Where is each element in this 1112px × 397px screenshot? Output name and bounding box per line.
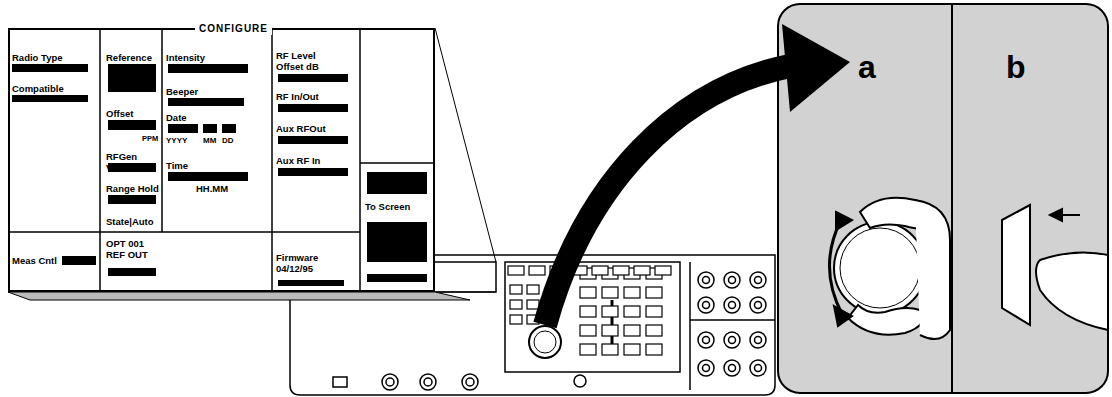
field-label: Radio Type [12,52,63,63]
knob-ring [534,331,556,353]
field-label: To Screen [365,201,410,212]
field-label: YYYY [166,135,187,146]
inset-panel: b [952,6,1106,391]
field-label: State|Auto [106,216,154,227]
screen-edge [8,292,470,300]
field-label: Compatible [12,83,64,94]
panel-letter: b [1006,50,1026,84]
inset-ground [778,4,1108,393]
field-label: Firmware 04/12/95 [276,252,340,274]
push-button [1002,205,1108,330]
field-label: Aux RF In [276,155,320,166]
zoom-arrow [545,66,790,325]
screen-title: CONFIGURE [195,23,272,35]
panel-letter: a [858,50,876,84]
screen-ground [8,28,435,292]
field-label: Date [166,112,187,123]
field-label: MM [203,135,216,146]
arrow-head [782,24,850,112]
field-label: Meas Cntl [12,255,57,266]
zoom-lines [8,28,496,292]
field-label: HH.MM [196,183,228,194]
field-bars [12,64,427,286]
field-label: Offset [106,108,133,119]
field-label: Range Hold [106,183,159,194]
connector-jacks [698,272,766,376]
field-label: Beeper [166,86,198,97]
screen-grid [8,28,435,292]
field-label: Intensity [166,52,205,63]
field-label: Reference [106,52,152,63]
knob-hand [829,198,950,339]
knob [529,326,561,358]
field-label: Time [166,160,188,171]
field-label: RF In/Out [276,91,319,102]
field-label: Aux RFOut [276,123,326,134]
inset-panel: a [780,6,952,391]
field-label: DD [222,135,234,146]
inset-divider [951,5,953,392]
field-label: PPM [142,133,158,144]
field-label: RFGen Volts [106,151,162,173]
configure-screen: CONFIGURE [8,28,435,292]
field-label: RF Level Offset dB [276,50,342,72]
field-label: OPT 001 REF OUT [106,238,160,260]
